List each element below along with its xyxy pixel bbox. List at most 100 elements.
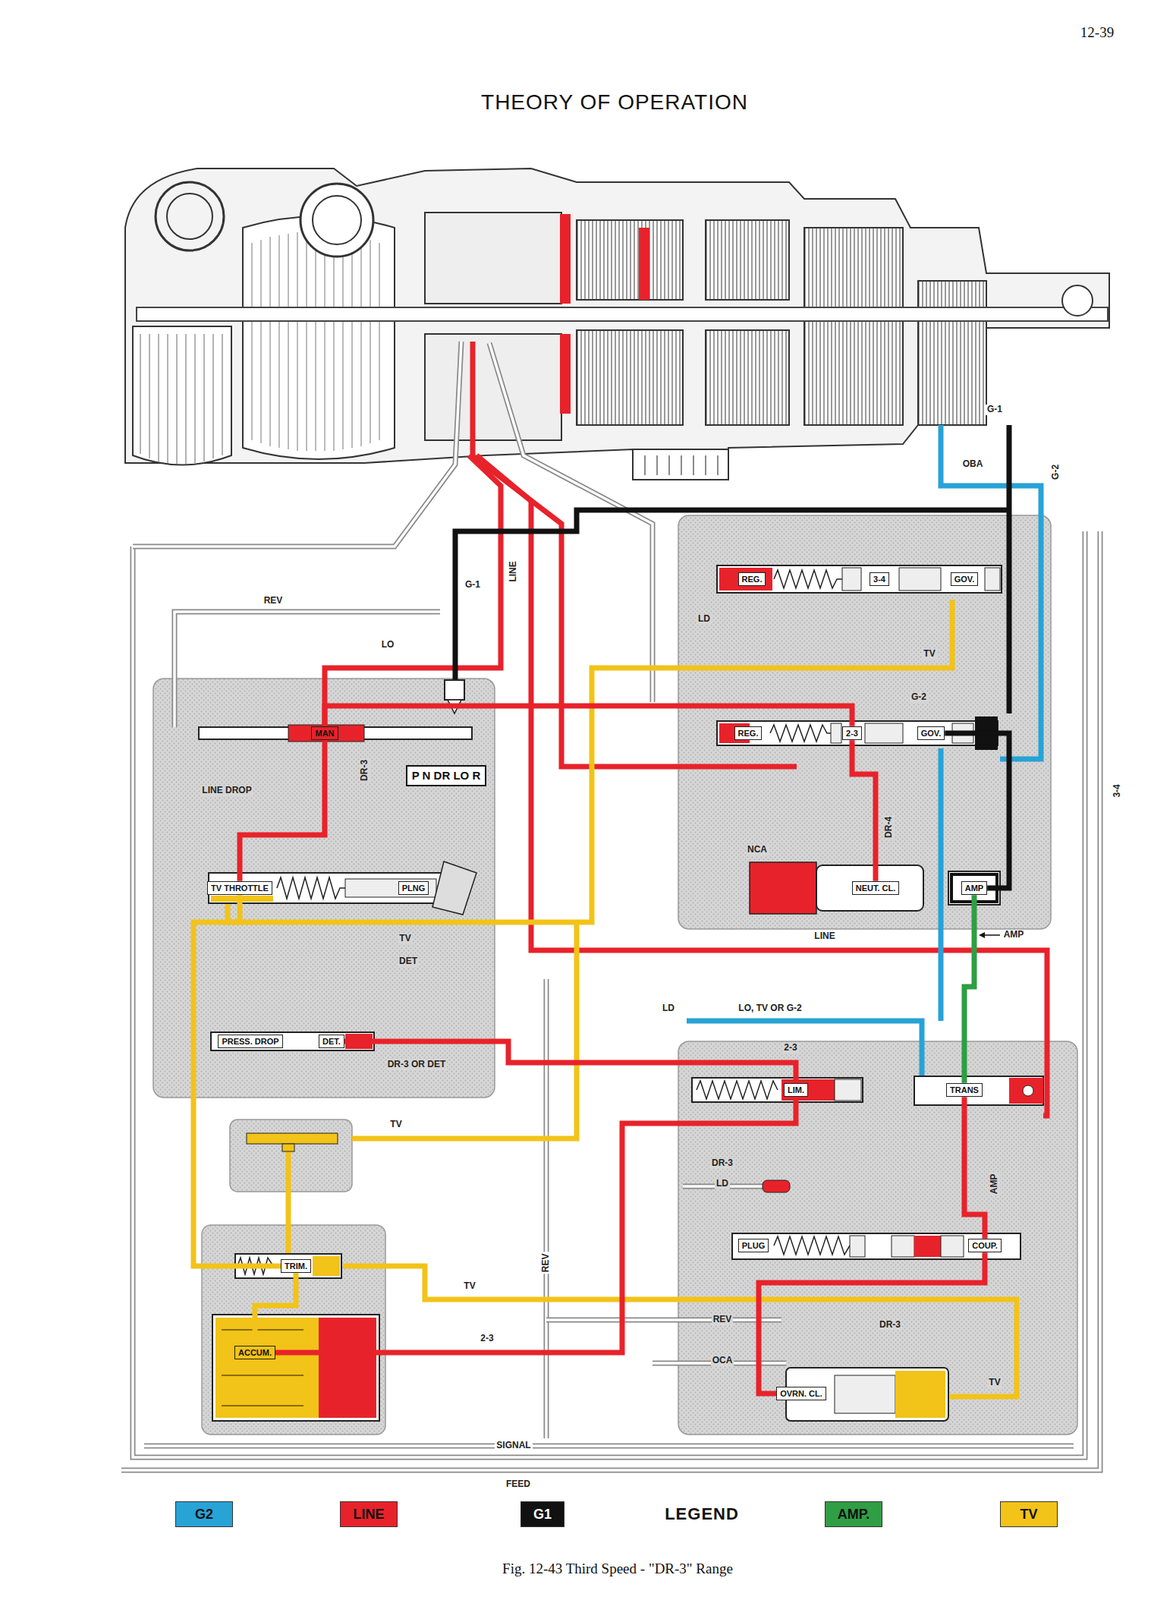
figure-caption: Fig. 12-43 Third Speed - "DR-3" Range <box>502 1559 733 1577</box>
valve-land <box>899 567 941 591</box>
valve-label: NEUT. CL. <box>855 883 897 894</box>
passage-label: 2-3 <box>782 1042 799 1054</box>
valve-box: PLNG <box>398 880 430 896</box>
valve-label: PLUG <box>742 1240 766 1251</box>
legend-text: LINE <box>352 1506 384 1523</box>
passage-outline <box>132 341 462 547</box>
coupling-torus <box>155 182 224 251</box>
coupling-torus <box>166 193 213 240</box>
valve-label: OVRN. CL. <box>779 1388 823 1399</box>
accumulator-springs <box>221 1329 304 1406</box>
passage-label: DR-3 OR DET <box>386 1059 448 1070</box>
passage-core <box>489 342 653 702</box>
coupling-vanes <box>140 333 223 464</box>
valve-land <box>830 723 842 743</box>
valve-land <box>984 567 1001 591</box>
valve-land <box>864 723 903 743</box>
valve-land <box>891 1235 915 1257</box>
valve-box: 2-3 <box>842 726 862 741</box>
passage-label: DET <box>397 956 419 967</box>
g1-passage <box>1006 424 1013 714</box>
legend-swatch: TV <box>1000 1500 1058 1527</box>
valve-label: 2-3 <box>845 728 859 739</box>
g2-passage <box>938 748 944 1021</box>
valve-box: OVRN. CL. <box>776 1386 827 1401</box>
passage-label: LD <box>660 1003 677 1014</box>
line-passage <box>324 455 501 725</box>
passage-label: TV <box>987 1377 1002 1388</box>
passage-outline <box>489 342 653 702</box>
pressure-chamber <box>914 1235 941 1257</box>
valve-spring <box>770 724 831 742</box>
fluid-passage <box>275 1096 796 1353</box>
legend-swatch: G2 <box>175 1500 233 1527</box>
passage-outline <box>144 1443 1074 1449</box>
valve-label: GOV. <box>921 728 942 739</box>
passage-label: DR-3 <box>359 757 371 783</box>
tv-chamber <box>312 1255 340 1276</box>
clutch-piston <box>834 1374 896 1413</box>
valve-label: GOV. <box>954 574 975 585</box>
passage-label: AMP <box>1002 929 1026 941</box>
fluid-passage <box>239 739 325 881</box>
passage-label: DR-3 <box>710 1157 735 1169</box>
passage-label: DR-4 <box>883 814 895 840</box>
page-number: 12-39 <box>1078 24 1116 41</box>
valve-box: PLUG <box>738 1238 770 1253</box>
valve-box: MAN <box>311 726 338 741</box>
valve-box: 3-4 <box>869 572 890 587</box>
valve-box: REG. <box>734 726 763 741</box>
pump-ring <box>300 183 374 257</box>
fluid-passage <box>964 1096 985 1238</box>
fluid-passage <box>193 894 281 1266</box>
gear-set <box>804 227 903 425</box>
gear-set <box>705 220 790 300</box>
passage-label: G-2 <box>1050 462 1062 482</box>
fluid-passage <box>559 333 571 414</box>
valve-box: TRIM. <box>280 1258 312 1274</box>
valve-box: GOV. <box>950 572 979 587</box>
fluid-coupling <box>132 326 232 466</box>
line-passage <box>470 341 476 456</box>
fluid-passage <box>254 1272 296 1345</box>
legend-text: AMP. <box>837 1506 871 1523</box>
valve-bore <box>914 1075 1044 1105</box>
tv-chamber <box>215 1317 319 1418</box>
valve-box: GOV. <box>917 726 946 741</box>
passage-label: G-2 <box>909 691 928 703</box>
valve-label: REG. <box>742 574 763 585</box>
passage-label: REV <box>711 1314 734 1325</box>
gear-set <box>705 330 790 425</box>
passage-label: FEED <box>504 1478 532 1490</box>
valve-box: TV THROTTLE <box>207 880 273 896</box>
tv-valve <box>246 1132 338 1144</box>
passage-label: TV <box>388 1119 403 1130</box>
valve-label: PLNG <box>402 883 426 894</box>
passage-outline <box>546 1317 782 1323</box>
passage-outline <box>121 531 1101 1470</box>
passage-core <box>132 341 462 547</box>
gear-set <box>576 330 683 425</box>
passage-core <box>144 1443 1074 1447</box>
passage-label: TV <box>397 933 412 944</box>
valve-label: ACCUM. <box>238 1347 272 1358</box>
passage-core <box>121 531 1101 1470</box>
valve-label: AMP <box>965 883 984 894</box>
valve-label: LIM. <box>787 1084 805 1095</box>
passage-label: OBA <box>961 459 985 470</box>
line-passage <box>471 455 797 767</box>
valve-spring <box>773 569 843 589</box>
pressure-chamber <box>318 1317 377 1418</box>
pump-ring <box>312 195 362 245</box>
manual-valve-land <box>288 724 365 742</box>
valve-land <box>842 567 862 591</box>
passage-label: AMP <box>989 1172 1001 1196</box>
page-title: THEORY OF OPERATION <box>481 90 749 115</box>
valve-label: TV THROTTLE <box>210 883 269 894</box>
legend-text: G2 <box>194 1506 214 1523</box>
valve-box: LIM. <box>783 1082 809 1098</box>
passage-label: 2-3 <box>478 1333 495 1344</box>
oil-pan-fins <box>644 455 718 475</box>
tv-passage <box>352 921 577 1139</box>
